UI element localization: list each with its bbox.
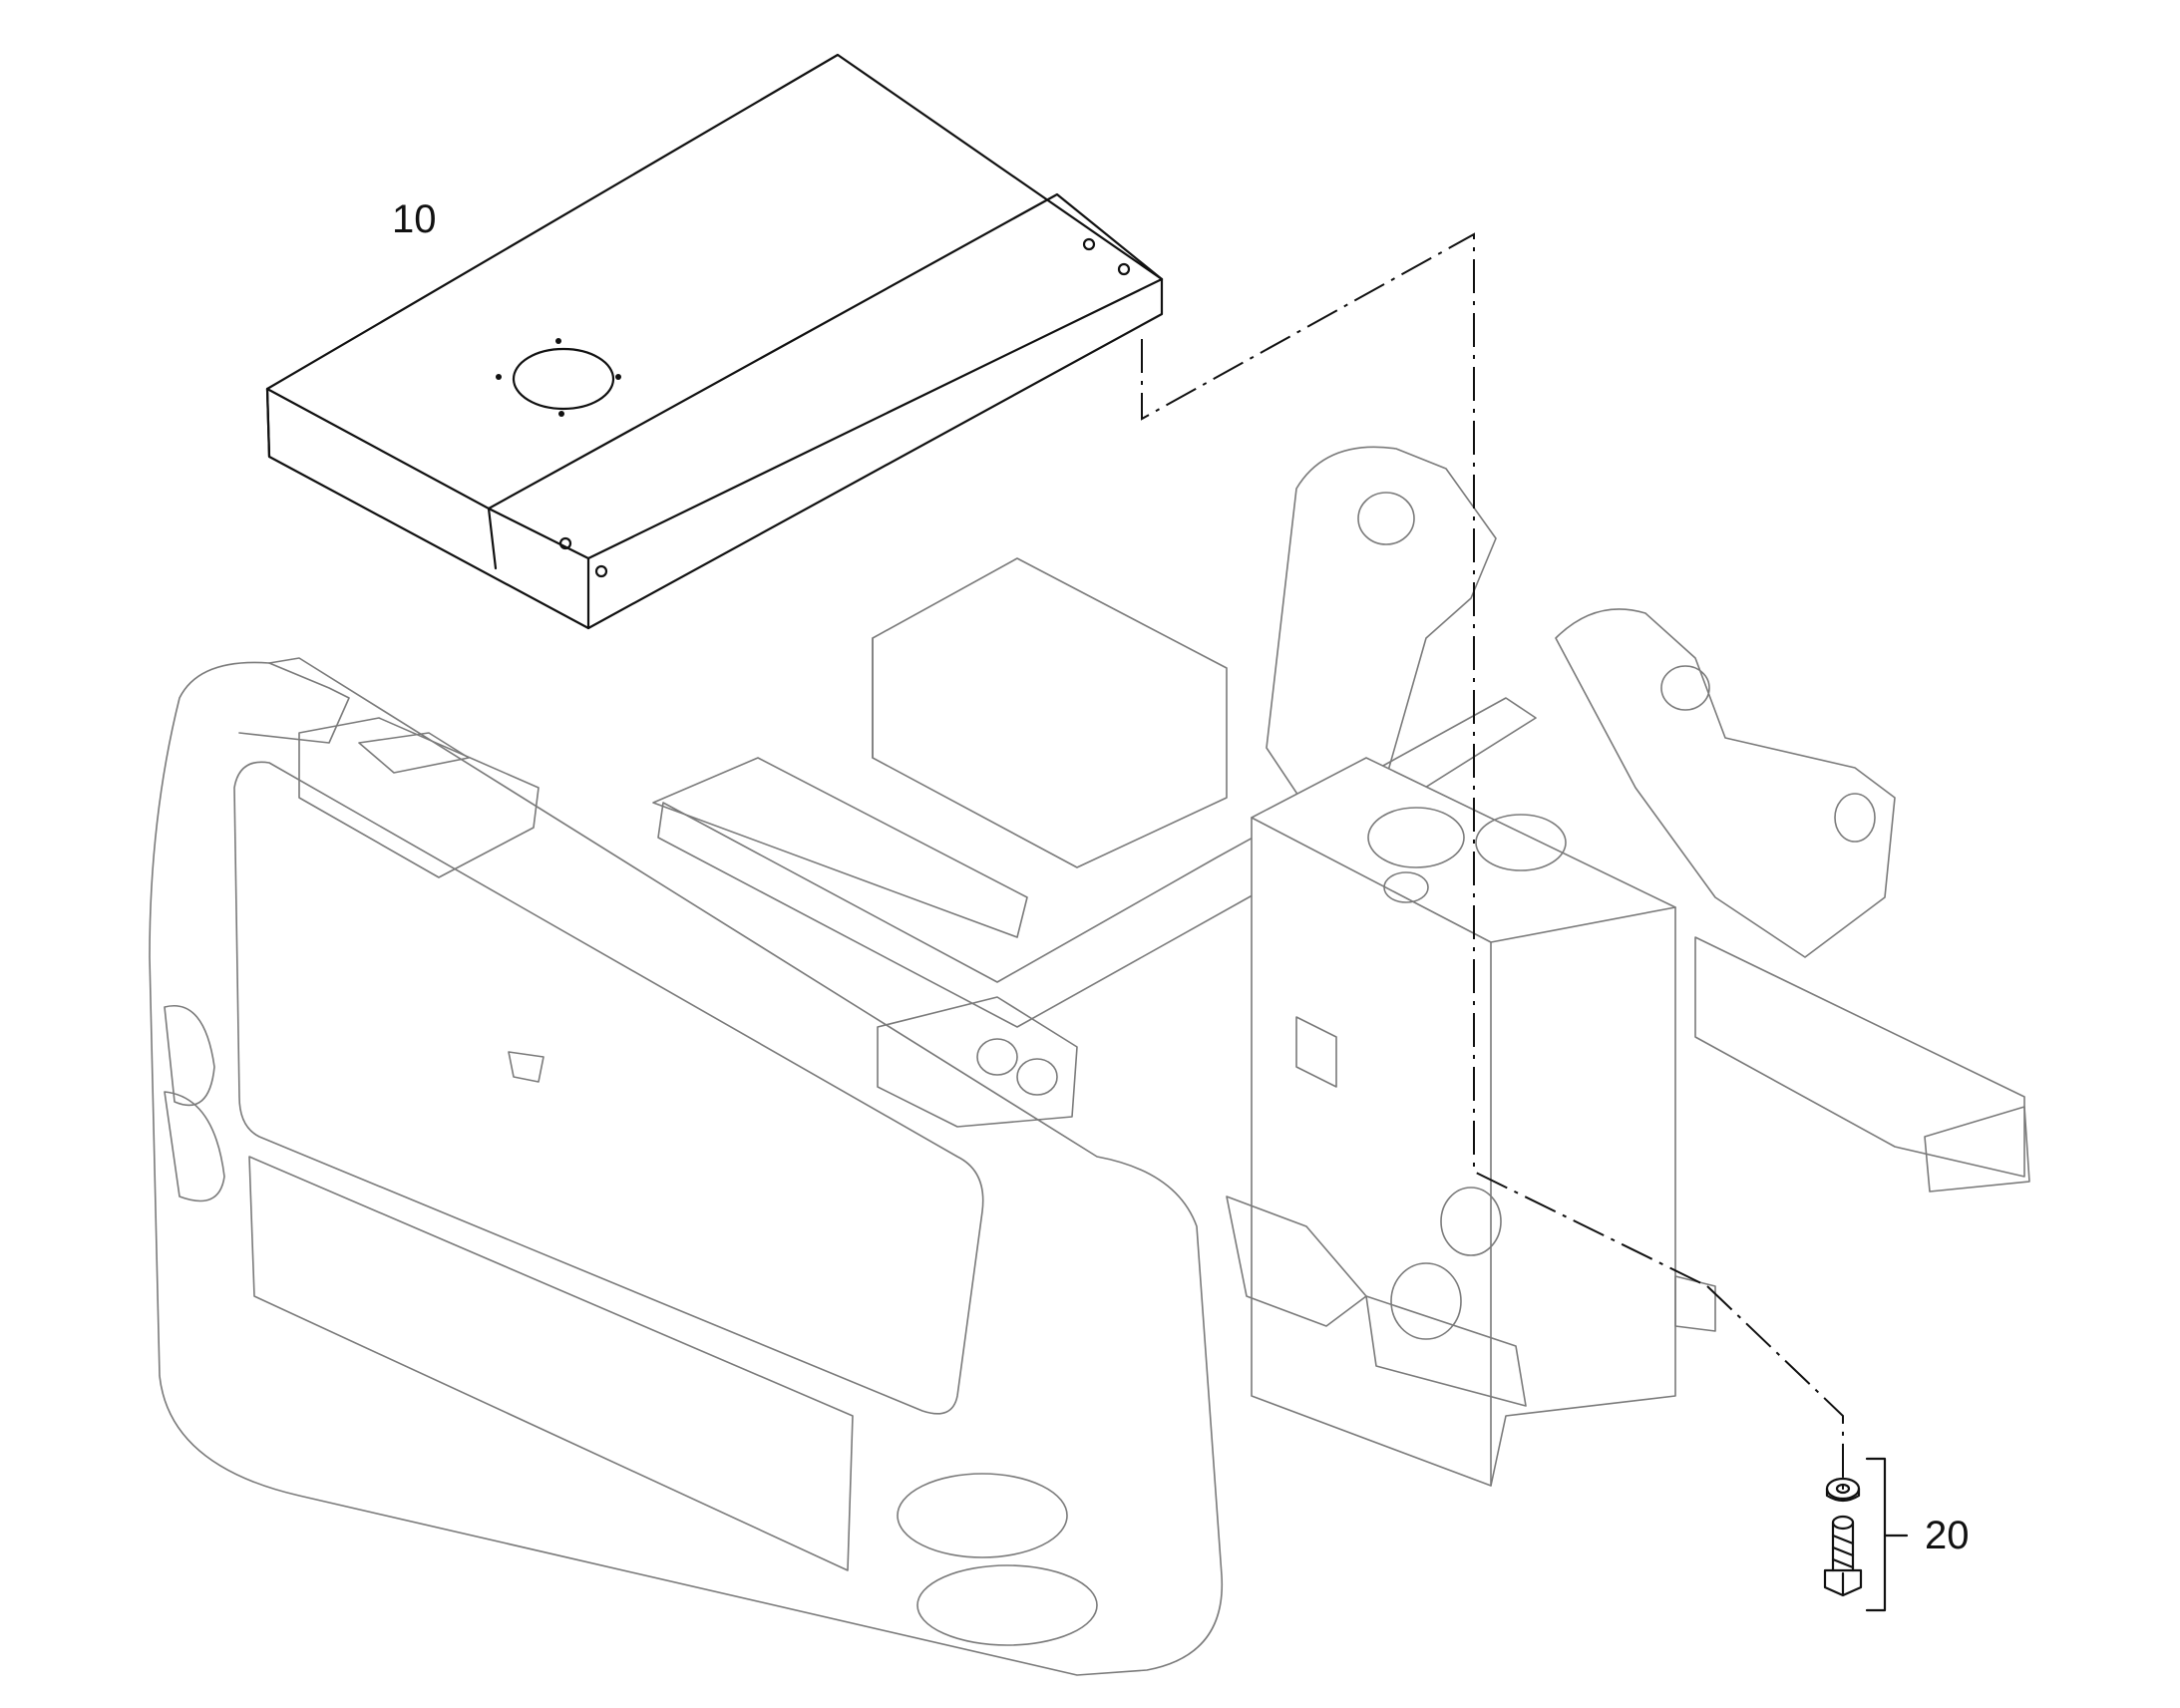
lower-mount <box>1226 1196 1367 1327</box>
washer-side <box>1825 1487 1861 1503</box>
lower-foot <box>1365 1295 1527 1407</box>
right-arm-pin-hole-2 <box>1834 793 1876 843</box>
bolt-head <box>1823 1568 1863 1597</box>
engine-cover-hole-4 <box>558 411 564 417</box>
lower-box-socket-1 <box>976 1038 1018 1076</box>
cover-part-number: 10 <box>392 197 437 241</box>
left-top-bracket-plate <box>358 732 470 774</box>
engine-cover-front-face <box>265 387 271 459</box>
tank-plate <box>1295 1016 1337 1088</box>
engine-cover-bolt-1 <box>1082 237 1096 251</box>
counterweight-emblem <box>508 1051 545 1083</box>
counterweight-left-lamp-lower <box>164 1091 225 1202</box>
right-extension-beam <box>1694 936 2025 1178</box>
right-arm <box>1555 608 1896 958</box>
side-rail <box>657 697 1537 1028</box>
callout-bracket <box>1865 1457 1887 1612</box>
bolt-part-number: 20 <box>1925 1514 1970 1557</box>
counterweight-outline <box>149 657 1224 1676</box>
engine-cover-bolt-4 <box>594 564 608 578</box>
right-end-plate <box>1924 1106 2030 1193</box>
bolt-assembly-line <box>1706 1285 1844 1491</box>
engine-cover-bevel-left <box>487 507 498 570</box>
tank-port-2 <box>1475 814 1567 871</box>
lower-box <box>877 996 1078 1128</box>
housing-bracket <box>1674 1275 1716 1332</box>
engine-cover-hole-1 <box>555 338 561 344</box>
counterweight-lower-grille <box>248 1156 854 1571</box>
rear-beam <box>652 757 1028 938</box>
counterweight-right-lamp-upper <box>897 1473 1068 1558</box>
machine-frame <box>149 446 2030 1676</box>
engine-cover-hole-2 <box>496 374 502 380</box>
engine-cover-part <box>265 53 1164 630</box>
counterweight-upper-panel <box>233 761 984 1415</box>
engine-cover-hole-3 <box>615 374 621 380</box>
assembly-lines <box>1141 232 1844 1491</box>
washer-hole <box>1835 1483 1851 1495</box>
engine-cover-top <box>265 53 1164 630</box>
bolt-part <box>1823 1457 1909 1612</box>
right-arm-pin-hole <box>1660 665 1710 711</box>
tank-port-3 <box>1383 871 1429 903</box>
boom-pedestal <box>1266 446 1497 839</box>
tank-side-port <box>1440 1187 1502 1256</box>
engine-cover-bolt-2 <box>1117 262 1131 276</box>
cover-assembly-line <box>1141 232 1708 1287</box>
engine-cover-edge-line <box>265 277 1164 560</box>
left-top-bracket <box>298 717 540 878</box>
lower-box-socket-2 <box>1016 1058 1058 1096</box>
bolt-thread <box>1831 1534 1855 1569</box>
tank-port-1 <box>1367 807 1465 868</box>
counterweight-left-lamp <box>164 1005 215 1107</box>
engine-cover-ridge <box>487 192 1164 511</box>
counterweight-top-edge <box>238 662 350 744</box>
tank-side-port-2 <box>1390 1262 1462 1340</box>
engine-cover-bolt-3 <box>558 536 572 550</box>
counterweight-right-lamp-lower <box>916 1564 1098 1646</box>
central-deck <box>872 557 1228 868</box>
tank-housing <box>1251 757 1676 1487</box>
bolt-shank-top <box>1831 1515 1855 1531</box>
engine-cover-opening <box>512 347 615 411</box>
boom-pin-hole <box>1357 492 1415 545</box>
